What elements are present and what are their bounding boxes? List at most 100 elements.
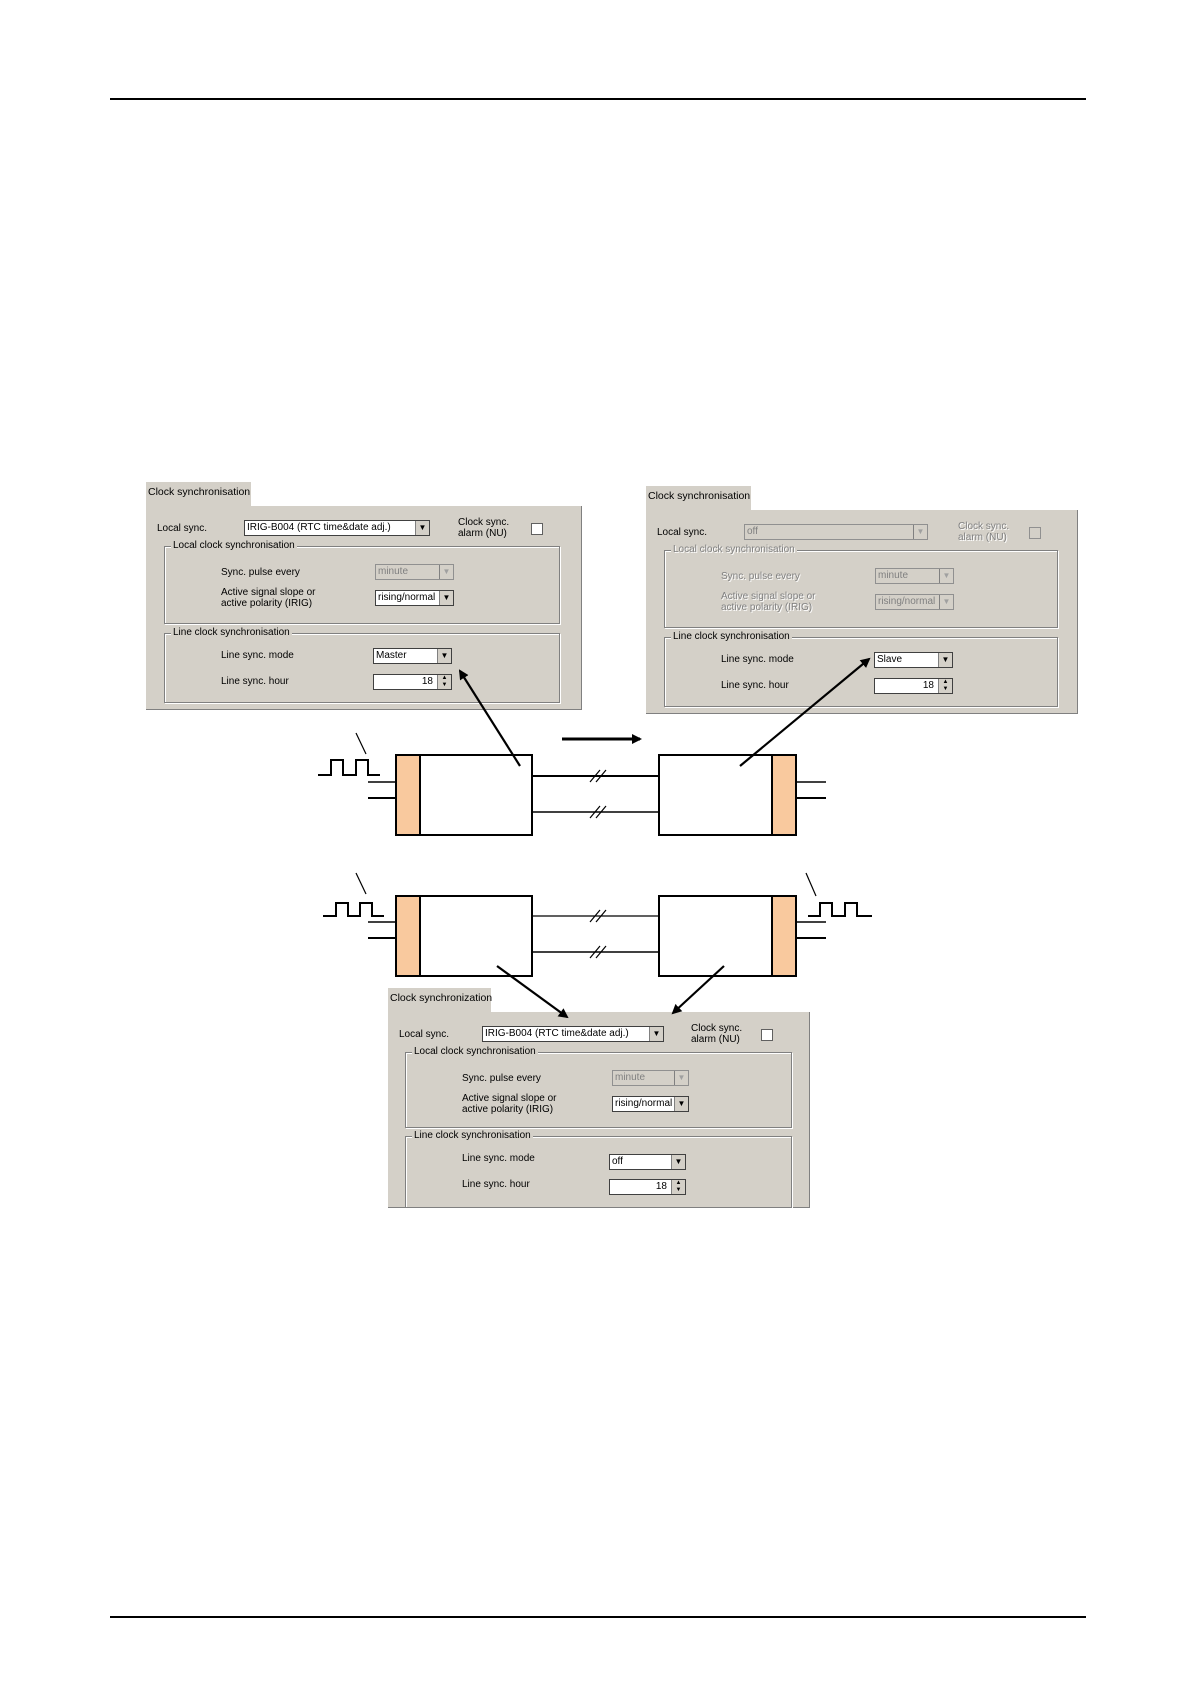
pulse-pointer bbox=[805, 872, 817, 897]
local-clock-group: Local clock synchronisation Sync. pulse … bbox=[164, 540, 560, 624]
line-break-mark bbox=[589, 909, 607, 959]
chevron-down-icon[interactable]: ▼ bbox=[674, 1071, 688, 1085]
spinner-buttons[interactable]: ▲▼ bbox=[938, 679, 952, 693]
local-clock-group: Local clock synchronisation Sync. pulse … bbox=[664, 544, 1058, 628]
hour-label: Line sync. hour bbox=[221, 676, 289, 687]
local-sync-label: Local sync. bbox=[157, 523, 208, 534]
panel-top-left-master: Clock synchronisation Local sync. IRIG-B… bbox=[146, 482, 582, 710]
device-terminal bbox=[771, 754, 797, 836]
spinner-buttons[interactable]: ▲▼ bbox=[671, 1180, 685, 1194]
pulse-signal bbox=[808, 902, 872, 917]
chevron-down-icon[interactable]: ▼ bbox=[939, 595, 953, 609]
chevron-down-icon[interactable]: ▼ bbox=[649, 1027, 663, 1041]
device-terminal bbox=[771, 895, 797, 977]
local-group-title: Local clock synchronisation bbox=[412, 1046, 538, 1058]
alarm-label-2: alarm (NU) bbox=[691, 1034, 740, 1045]
spinner-buttons[interactable]: ▲▼ bbox=[437, 675, 451, 689]
local-clock-group: Local clock synchronisation Sync. pulse … bbox=[405, 1046, 792, 1128]
mode-label: Line sync. mode bbox=[462, 1153, 535, 1164]
slope-value: rising/normal bbox=[878, 596, 936, 607]
alarm-label-1: Clock sync. bbox=[691, 1023, 743, 1034]
slope-label-2: active polarity (IRIG) bbox=[721, 602, 813, 613]
chevron-down-icon[interactable]: ▼ bbox=[439, 565, 453, 579]
panel-body: Local sync. IRIG-B004 (RTC time&date adj… bbox=[388, 1012, 810, 1208]
slope-label-1: Active signal slope or bbox=[462, 1093, 557, 1104]
mode-dropdown[interactable]: Master ▼ bbox=[373, 648, 452, 664]
alarm-label-1: Clock sync. bbox=[458, 517, 510, 528]
chevron-down-icon[interactable]: ▼ bbox=[939, 569, 953, 583]
hour-spinner[interactable]: 18 ▲▼ bbox=[373, 674, 452, 690]
mode-dropdown[interactable]: off ▼ bbox=[609, 1154, 686, 1170]
pulse-dropdown[interactable]: minute ▼ bbox=[375, 564, 454, 580]
device-top-right bbox=[658, 754, 797, 836]
chevron-down-icon[interactable]: ▼ bbox=[938, 653, 952, 667]
pulse-value: minute bbox=[378, 566, 409, 577]
line-group-title: Line clock synchronisation bbox=[171, 627, 292, 639]
alarm-label-2: alarm (NU) bbox=[958, 532, 1007, 543]
mode-label: Line sync. mode bbox=[221, 650, 294, 661]
local-sync-value: off bbox=[747, 526, 758, 537]
slope-dropdown[interactable]: rising/normal ▼ bbox=[875, 594, 954, 610]
panel-bottom-local: Clock synchronization Local sync. IRIG-B… bbox=[388, 988, 810, 1208]
spin-up-icon[interactable]: ▲ bbox=[441, 675, 448, 681]
line-clock-group: Line clock synchronisation Line sync. mo… bbox=[164, 627, 560, 703]
chevron-down-icon[interactable]: ▼ bbox=[913, 525, 927, 539]
alarm-label-1: Clock sync. bbox=[958, 521, 1010, 532]
hour-spinner[interactable]: 18 ▲▼ bbox=[874, 678, 953, 694]
local-sync-dropdown[interactable]: IRIG-B004 (RTC time&date adj.) ▼ bbox=[244, 520, 430, 536]
pulse-label: Sync. pulse every bbox=[721, 571, 800, 582]
spin-down-icon[interactable]: ▼ bbox=[942, 686, 949, 692]
line-break-mark bbox=[589, 769, 607, 819]
pulse-pointer bbox=[355, 872, 367, 895]
alarm-checkbox[interactable] bbox=[1029, 527, 1041, 539]
panel-body: Local sync. off ▼ Clock sync. alarm (NU)… bbox=[646, 510, 1078, 714]
spin-up-icon[interactable]: ▲ bbox=[675, 1180, 682, 1186]
footer-rule bbox=[110, 1616, 1086, 1618]
chevron-down-icon[interactable]: ▼ bbox=[415, 521, 429, 535]
hour-spinner[interactable]: 18 ▲▼ bbox=[609, 1179, 686, 1195]
alarm-checkbox[interactable] bbox=[531, 523, 543, 535]
chevron-down-icon[interactable]: ▼ bbox=[671, 1155, 685, 1169]
hour-value: 18 bbox=[655, 1181, 667, 1192]
slope-value: rising/normal bbox=[615, 1098, 673, 1109]
spin-down-icon[interactable]: ▼ bbox=[675, 1187, 682, 1193]
pulse-pointer bbox=[355, 732, 367, 755]
device-top-left bbox=[395, 754, 533, 836]
mode-dropdown[interactable]: Slave ▼ bbox=[874, 652, 953, 668]
slope-label-1: Active signal slope or bbox=[721, 591, 816, 602]
local-sync-value: IRIG-B004 (RTC time&date adj.) bbox=[247, 522, 391, 533]
mode-value: Slave bbox=[877, 654, 903, 665]
panel-title: Clock synchronisation bbox=[646, 486, 751, 512]
local-sync-dropdown[interactable]: IRIG-B004 (RTC time&date adj.) ▼ bbox=[482, 1026, 664, 1042]
local-sync-dropdown[interactable]: off ▼ bbox=[744, 524, 928, 540]
line-clock-group: Line clock synchronisation Line sync. mo… bbox=[664, 631, 1058, 707]
local-sync-value: IRIG-B004 (RTC time&date adj.) bbox=[485, 1028, 629, 1039]
panel-body: Local sync. IRIG-B004 (RTC time&date adj… bbox=[146, 506, 582, 710]
slope-label-1: Active signal slope or bbox=[221, 587, 316, 598]
pulse-value: minute bbox=[878, 570, 909, 581]
pulse-dropdown[interactable]: minute ▼ bbox=[875, 568, 954, 584]
local-sync-label: Local sync. bbox=[399, 1029, 450, 1040]
panel-title: Clock synchronization bbox=[388, 988, 492, 1014]
hour-value: 18 bbox=[922, 680, 934, 691]
spin-down-icon[interactable]: ▼ bbox=[441, 682, 448, 688]
chevron-down-icon[interactable]: ▼ bbox=[674, 1097, 688, 1111]
slope-dropdown[interactable]: rising/normal ▼ bbox=[375, 590, 454, 606]
line-group-title: Line clock synchronisation bbox=[412, 1130, 533, 1142]
pulse-label: Sync. pulse every bbox=[462, 1073, 541, 1084]
pulse-dropdown[interactable]: minute ▼ bbox=[612, 1070, 689, 1086]
hour-label: Line sync. hour bbox=[462, 1179, 530, 1190]
spin-up-icon[interactable]: ▲ bbox=[942, 679, 949, 685]
slope-dropdown[interactable]: rising/normal ▼ bbox=[612, 1096, 689, 1112]
panel-top-right-slave: Clock synchronisation Local sync. off ▼ … bbox=[646, 486, 1078, 714]
chevron-down-icon[interactable]: ▼ bbox=[439, 591, 453, 605]
slope-label-2: active polarity (IRIG) bbox=[221, 598, 313, 609]
pulse-signal bbox=[318, 759, 380, 776]
mode-value: off bbox=[612, 1156, 623, 1167]
local-sync-label: Local sync. bbox=[657, 527, 708, 538]
alarm-checkbox[interactable] bbox=[761, 1029, 773, 1041]
panel-title: Clock synchronisation bbox=[146, 482, 251, 508]
mode-value: Master bbox=[376, 650, 407, 661]
chevron-down-icon[interactable]: ▼ bbox=[437, 649, 451, 663]
